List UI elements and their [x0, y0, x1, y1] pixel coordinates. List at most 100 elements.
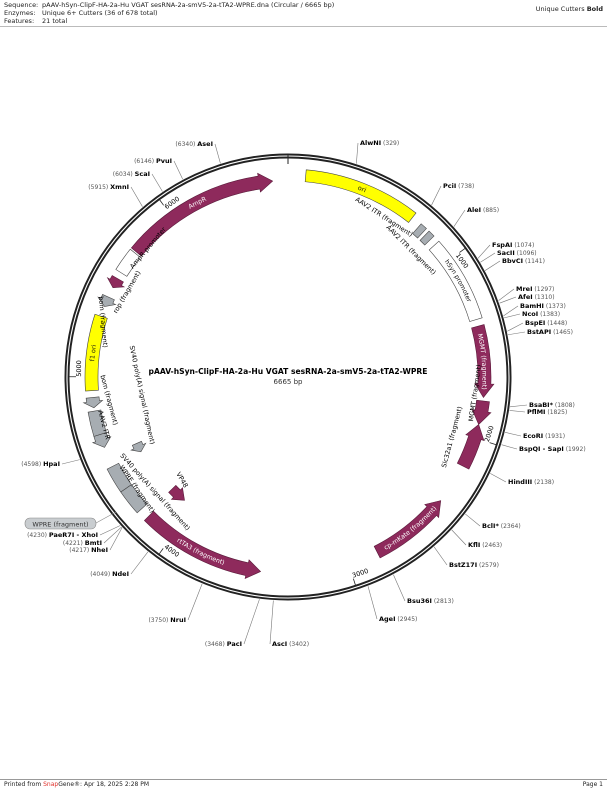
- footer-divider: [0, 779, 607, 780]
- enzyme-site[interactable]: BstZ17I (2579): [449, 561, 499, 569]
- enzyme-site[interactable]: (6146) PvuI: [134, 157, 172, 165]
- enzyme-leader: [151, 173, 163, 192]
- enzyme-site[interactable]: BspQI - SapI (1992): [519, 445, 586, 453]
- sequence-value: pAAV-hSyn-ClipF-HA-2a-Hu VGAT sesRNA-2a-…: [42, 1, 335, 9]
- enzyme-site[interactable]: NcoI (1383): [522, 310, 560, 318]
- feature-ori[interactable]: [304, 169, 417, 223]
- enzyme-name: BsaBI*: [529, 401, 554, 409]
- features-value: 21 total: [42, 17, 68, 25]
- feature-ampr[interactable]: [130, 172, 274, 257]
- enzyme-site[interactable]: (4230) PaeR7I - XhoI: [27, 531, 98, 539]
- feature-aav2-itr-fragment-[interactable]: [419, 230, 435, 246]
- enzyme-site[interactable]: AscI (3402): [272, 640, 309, 648]
- feature-aav2-itr[interactable]: [87, 409, 107, 437]
- enzyme-position: (1931): [543, 433, 565, 440]
- callout-leader: [95, 511, 117, 524]
- enzyme-site[interactable]: PflMI (1825): [527, 408, 567, 416]
- enzyme-site[interactable]: MreI (1297): [516, 285, 554, 293]
- enzyme-site[interactable]: HindIII (2138): [508, 478, 554, 486]
- enzyme-name: AfeI: [518, 293, 533, 301]
- enzyme-leader: [480, 252, 496, 263]
- feature-aav2-itr-fragment-[interactable]: [412, 223, 427, 239]
- enzyme-position: (738): [456, 183, 474, 190]
- enzyme-position: (4230): [27, 532, 49, 539]
- feature-f1-ori[interactable]: [84, 313, 108, 392]
- enzyme-leader: [431, 185, 442, 206]
- enzyme-name: Bsu36I: [407, 597, 432, 605]
- feature-bom-fragment-[interactable]: [97, 294, 117, 307]
- enzyme-site[interactable]: BspEI (1448): [525, 319, 567, 327]
- enzyme-name: FspAI: [492, 241, 512, 249]
- enzyme-position: (2138): [532, 479, 554, 486]
- enzyme-name: BclI*: [482, 522, 499, 530]
- enzyme-leader: [61, 459, 80, 465]
- enzyme-site[interactable]: (6340) AseI: [175, 140, 213, 148]
- map-title: pAAV-hSyn-ClipF-HA-2a-Hu VGAT sesRNA-2a-…: [149, 367, 428, 376]
- feature-slc32a1-fragment-[interactable]: [456, 423, 485, 470]
- feature-mgmt-fragment-[interactable]: [471, 399, 492, 425]
- enzyme-site[interactable]: BbvCI (1141): [502, 257, 545, 265]
- header-sequence: Sequence:pAAV-hSyn-ClipF-HA-2a-Hu VGAT s…: [4, 1, 334, 9]
- printed-date: Gene®: Apr 18, 2025 2:28 PM: [58, 781, 150, 788]
- enzyme-site[interactable]: (4598) HpaI: [21, 460, 60, 468]
- enzyme-site[interactable]: (6034) ScaI: [113, 170, 150, 178]
- enzyme-site[interactable]: (3468) PacI: [205, 640, 242, 648]
- feature-label: MGMT (fragment): [476, 333, 488, 390]
- feature-cp-mkate-fragment-[interactable]: [373, 500, 442, 559]
- enzyme-site[interactable]: AleI (885): [467, 206, 499, 214]
- wpre-callout[interactable]: WPRE (fragment): [24, 511, 117, 530]
- enzyme-leader: [243, 599, 260, 645]
- enzyme-site[interactable]: (3750) NruI: [148, 616, 186, 624]
- enzyme-position: (1825): [545, 409, 567, 416]
- enzyme-site[interactable]: Bsu36I (2813): [407, 597, 454, 605]
- feature-ampr-promoter[interactable]: [115, 248, 141, 277]
- feature-sv40-poly-a-signal-fragment-[interactable]: [130, 440, 147, 453]
- enzyme-leader: [451, 529, 467, 546]
- enzyme-position: (1448): [545, 320, 567, 327]
- enzyme-position: (1808): [553, 402, 575, 409]
- enzyme-site[interactable]: (4049) NdeI: [90, 570, 129, 578]
- feature-label: rtTA3 (fragment): [175, 537, 225, 567]
- enzyme-leader: [484, 260, 501, 271]
- enzyme-leader: [507, 331, 526, 336]
- enzyme-position: (3468): [205, 641, 227, 648]
- header-features: Features:21 total: [4, 17, 67, 25]
- enzyme-site[interactable]: FspAI (1074): [492, 241, 534, 249]
- enzyme-leader: [503, 313, 521, 319]
- enzyme-site[interactable]: BstAPI (1465): [527, 328, 573, 336]
- feature-bom-fragment-[interactable]: [82, 396, 104, 409]
- enzyme-site[interactable]: (4221) BmtI: [63, 539, 102, 547]
- enzyme-name: MreI: [516, 285, 533, 293]
- feature-rop-fragment-[interactable]: [106, 275, 126, 289]
- tick-label: 5000: [75, 360, 83, 377]
- header-divider: [0, 26, 607, 27]
- feature-hsyn-promoter[interactable]: [428, 240, 483, 322]
- feature-label: SV40 poly(A) signal (fragment): [128, 345, 157, 445]
- enzyme-site[interactable]: KflI (2463): [468, 541, 502, 549]
- footer-printed: Printed from SnapGene®: Apr 18, 2025 2:2…: [4, 781, 149, 788]
- enzyme-leader: [130, 551, 149, 575]
- enzyme-leader: [504, 432, 522, 437]
- feature-vp48[interactable]: [168, 484, 185, 501]
- feature-wpre-fragment-[interactable]: [106, 462, 132, 493]
- enzyme-site[interactable]: BsaBI* (1808): [529, 401, 575, 409]
- enzyme-site[interactable]: BamHI (1373): [520, 302, 566, 310]
- feature-rtta3-fragment-[interactable]: [143, 510, 262, 579]
- enzyme-name: BbvCI: [502, 257, 523, 265]
- feature-sv40-poly-a-signal-fragment-[interactable]: [91, 432, 112, 448]
- enzyme-name: KflI: [468, 541, 480, 549]
- feature-mgmt-fragment-[interactable]: [471, 324, 495, 399]
- enzyme-site[interactable]: AfeI (1310): [518, 293, 555, 301]
- enzyme-site[interactable]: BclI* (2364): [482, 522, 521, 530]
- enzyme-site[interactable]: (4217) NheI: [69, 546, 108, 554]
- enzyme-site[interactable]: SacII (1096): [497, 249, 537, 257]
- enzyme-site[interactable]: PciI (738): [443, 182, 474, 190]
- enzyme-name: SacII: [497, 249, 515, 257]
- enzyme-position: (1096): [515, 250, 537, 257]
- printed-prefix: Printed from: [4, 781, 44, 788]
- enzyme-site[interactable]: AgeI (2945): [379, 615, 417, 623]
- enzyme-site[interactable]: (5915) XmnI: [88, 183, 129, 191]
- enzyme-site[interactable]: AlwNI (329): [360, 139, 399, 147]
- enzyme-site[interactable]: EcoRI (1931): [523, 432, 565, 440]
